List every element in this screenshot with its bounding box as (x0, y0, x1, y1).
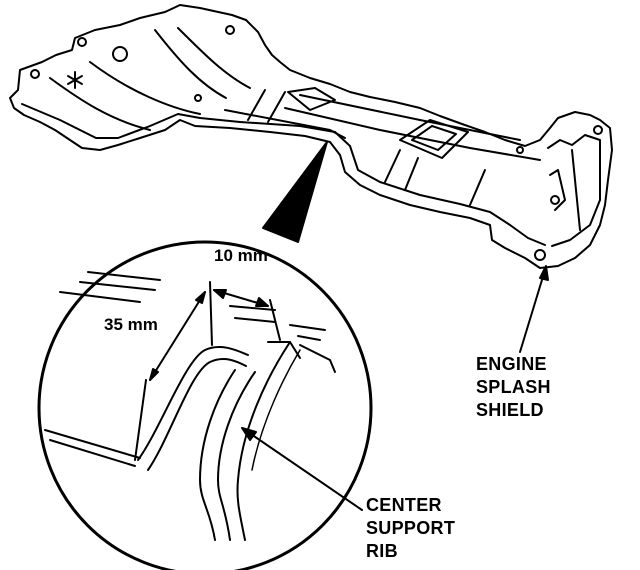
panel-top-2 (234, 317, 276, 323)
center-rib-shadow (251, 349, 301, 471)
shield-rib-center (224, 109, 346, 139)
shield-boss-2-inner (411, 125, 457, 151)
shield-hole-9 (516, 146, 524, 154)
shield-rib-3 (154, 29, 227, 99)
shield-rib-x1 (247, 89, 266, 121)
shield-rib-x5 (469, 169, 486, 206)
panel-edge-lower (44, 429, 141, 459)
dim35-ext (134, 379, 147, 461)
shield-outline (9, 4, 613, 269)
shield-rib-x4 (404, 157, 419, 191)
label-line: ENGINE (476, 354, 547, 374)
leader-engine-splash-shield (519, 269, 546, 353)
panel-top-3 (289, 324, 326, 331)
shield-rib-x2 (267, 91, 286, 123)
shield-boss-1 (287, 87, 336, 111)
dim35-arrow-bottom (149, 368, 159, 381)
leader-center-support-rib (247, 431, 363, 511)
center-rib-outer (199, 369, 236, 541)
dim35-line (149, 291, 206, 381)
shield-right-flange (547, 134, 601, 247)
shield-hole-8 (593, 125, 603, 135)
panel-top-5 (299, 344, 336, 373)
leader-arrow-splash-shield (539, 265, 549, 281)
detail-circle (37, 240, 373, 570)
shield-boss-2 (399, 119, 469, 159)
panel-top-4 (297, 335, 321, 341)
shield-hole-7 (534, 249, 546, 261)
shield-rib-2 (89, 61, 201, 115)
label-line: SUPPORT (366, 518, 456, 538)
label-line: SHIELD (476, 400, 544, 420)
label-line: CENTER (366, 495, 442, 515)
shield-star-fastener (67, 71, 83, 89)
dim10-ext-right (269, 299, 281, 341)
detail-callout-wedge (262, 141, 328, 243)
shield-hole-1 (112, 46, 128, 62)
label-line: SPLASH (476, 377, 551, 397)
shield-right-flange-3 (571, 149, 581, 231)
shield-hole-6 (550, 195, 560, 205)
dim10-arrow-left (213, 289, 227, 299)
center-rib-right (236, 341, 291, 541)
dim10-ext-left (209, 281, 213, 346)
shield-rib-4 (177, 27, 251, 89)
shield-rib-long-2 (299, 94, 521, 141)
shield-hole-4 (225, 25, 235, 35)
shield-rib-long (284, 107, 541, 161)
detail-magnifier (37, 240, 373, 570)
dimension-label-10mm: 10 mm (214, 246, 268, 265)
label-engine-splash-shield: ENGINE SPLASH SHIELD (476, 353, 551, 422)
rib-curve-left (137, 345, 249, 461)
label-center-support-rib: CENTER SUPPORT RIB (366, 494, 455, 563)
label-line: RIB (366, 541, 398, 561)
shield-hole-2 (77, 37, 87, 47)
panel-top-1 (229, 305, 276, 311)
dim35-arrow-top (195, 291, 206, 304)
panel-edge-lower-2 (49, 439, 136, 467)
leader-arrow-center-rib (241, 427, 257, 441)
sheet-line-2 (79, 281, 156, 291)
engine-splash-shield-drawing (9, 4, 613, 269)
center-rib-face (267, 341, 301, 359)
shield-rib-x3 (384, 149, 401, 183)
dim10-arrow-right (255, 297, 269, 307)
sheet-line-3 (59, 291, 141, 303)
center-rib-inner (217, 371, 256, 541)
sheet-line-1 (87, 271, 161, 281)
dimension-label-35mm: 35 mm (104, 315, 158, 334)
shield-rib-1 (49, 77, 151, 131)
shield-hole-5 (194, 94, 202, 102)
shield-right-flange-2 (549, 169, 566, 211)
shield-hole-3 (30, 69, 40, 79)
rib-curve-left-2 (147, 358, 247, 471)
